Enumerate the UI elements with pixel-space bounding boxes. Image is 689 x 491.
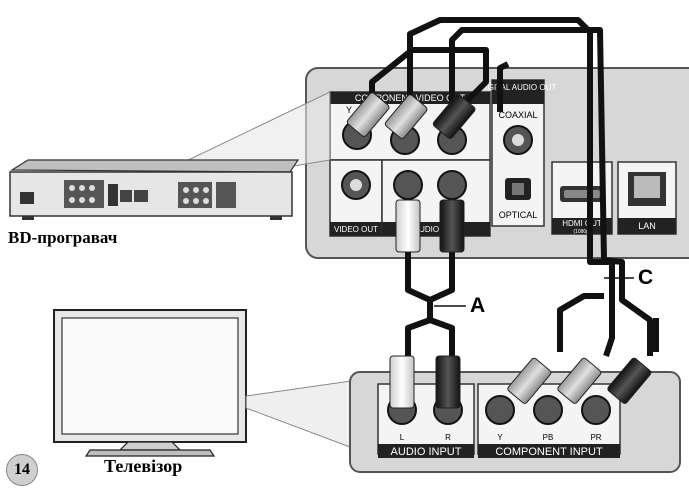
cable-c-plugs-tv — [507, 357, 652, 404]
tv-caption: Телевізор — [104, 456, 183, 476]
hdmi-res-label: (1080p) — [573, 229, 591, 235]
optical-label: OPTICAL — [499, 210, 538, 220]
lan-label: LAN — [638, 221, 656, 231]
component-input-label: COMPONENT INPUT — [495, 446, 603, 458]
tv-r-label: R — [445, 433, 451, 442]
cable-c-plugs-player — [346, 92, 476, 139]
y-label: Y — [346, 105, 352, 115]
cable-c — [369, 17, 659, 357]
tv-y-label: Y — [497, 433, 503, 442]
tv-illustration — [53, 309, 359, 457]
cable-a-plugs — [389, 199, 465, 409]
video-out-label: VIDEO OUT — [334, 225, 378, 234]
bd-player-caption: BD-програвач — [8, 228, 118, 247]
audio-out-label: AUDIO OUT — [414, 225, 459, 234]
tv-pr-label: PR — [590, 433, 601, 442]
cable-a — [405, 250, 455, 360]
bd-player-illustration — [9, 159, 300, 220]
digital-audio-label: DIGITAL AUDIO OUT — [480, 83, 557, 92]
page-number: 14 — [6, 454, 38, 486]
hdmi-out-label: HDMI OUT — [562, 219, 602, 228]
tv-l-label: L — [400, 433, 405, 442]
tv-pb-label: PB — [543, 433, 554, 442]
cable-a-label: A — [470, 294, 486, 317]
coaxial-label: COAXIAL — [498, 110, 537, 120]
audio-input-label: AUDIO INPUT — [391, 446, 462, 458]
cable-c-label: C — [638, 266, 654, 289]
